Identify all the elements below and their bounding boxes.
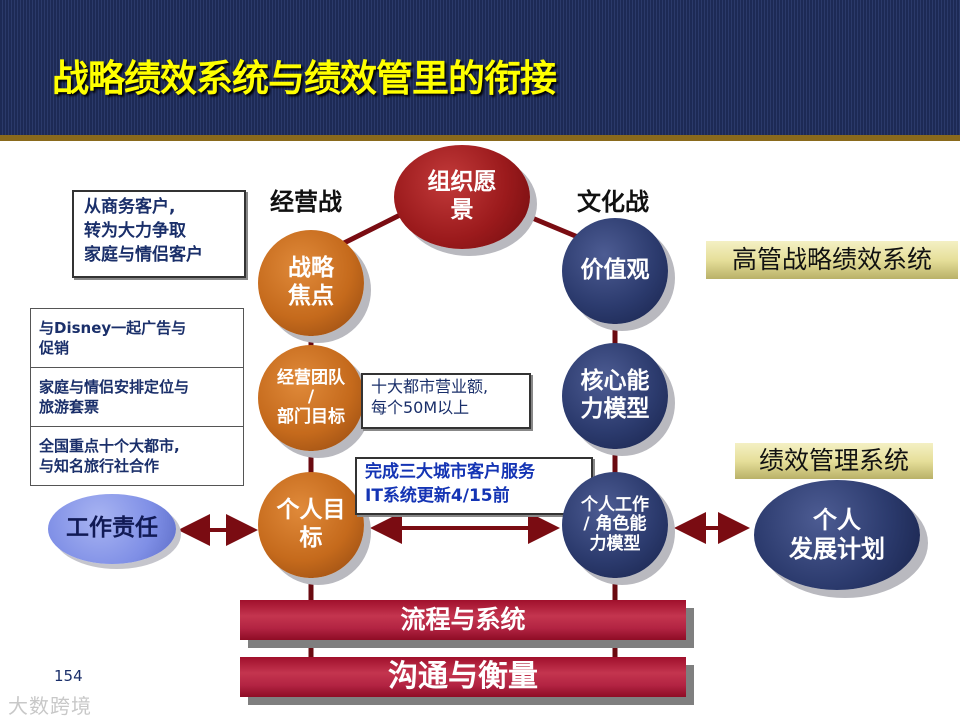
strategy-focus-circle: 战略焦点 — [258, 230, 364, 336]
circle-text: 经营团队 — [277, 367, 345, 388]
box-text: 十大都市营业额, — [371, 377, 489, 396]
table-cell: 家庭与情侣安排定位与旅游套票 — [30, 367, 244, 427]
ellipse-text: 发展计划 — [789, 535, 885, 563]
org-vision-circle: 组织愿景 — [394, 145, 530, 249]
table-row: 家庭与情侣安排定位与旅游套票 — [30, 367, 244, 427]
circle-text: 力模型 — [589, 533, 641, 554]
work-duty-ellipse: 工作责任 — [48, 494, 176, 564]
circle-text: 景 — [450, 197, 474, 223]
culture-war-label: 文化战 — [577, 188, 649, 216]
core-competency-circle: 核心能力模型 — [562, 343, 668, 449]
header-band — [0, 0, 960, 135]
ellipse-text: 个人 — [813, 506, 861, 535]
circle-text: 焦点 — [288, 283, 334, 309]
box-text: IT系统更新4/15前 — [365, 485, 510, 506]
ellipse-text: 工作责任 — [66, 515, 158, 542]
circle-text: / — [307, 387, 315, 408]
box-text: 从商务客户, — [84, 197, 176, 217]
circle-text: 个人目 — [276, 497, 346, 524]
circle-text: 部门目标 — [277, 406, 345, 427]
slide-title: 战略绩效系统与绩效管里的衔接 — [52, 57, 557, 100]
circle-text: 战略 — [288, 255, 334, 282]
watermark: 大数跨境 — [8, 694, 92, 718]
page-number: 154 — [54, 667, 83, 685]
table-row: 与Disney一起广告与促销 — [30, 308, 244, 368]
box-text: 转为大力争取 — [84, 220, 186, 241]
strategy-box: 从商务客户, 转为大力争取 家庭与情侣客户 — [72, 190, 246, 278]
business-war-label: 经营战 — [270, 188, 342, 216]
team-goal-box: 十大都市营业额, 每个50M以上 — [361, 373, 531, 429]
role-competency-circle: 个人工作/ 角色能力模型 — [562, 472, 668, 578]
box-text: 完成三大城市客户服务 — [365, 462, 535, 482]
circle-text: 个人工作 — [581, 494, 649, 515]
dev-plan-ellipse: 个人发展计划 — [754, 480, 920, 590]
tactics-table: 与Disney一起广告与促销 家庭与情侣安排定位与旅游套票 全国重点十个大都市,… — [30, 308, 244, 486]
circle-text: 力模型 — [580, 396, 650, 422]
table-cell: 与Disney一起广告与促销 — [30, 308, 244, 368]
circle-text: 价值观 — [580, 257, 650, 284]
personal-goal-box: 完成三大城市客户服务 IT系统更新4/15前 — [355, 457, 593, 515]
circle-text: / 角色能 — [583, 514, 647, 535]
circle-text: 标 — [299, 525, 323, 551]
communication-bar: 沟通与衡量 — [240, 657, 686, 697]
table-cell: 全国重点十个大都市,与知名旅行社合作 — [30, 426, 244, 486]
personal-goal-circle: 个人目标 — [258, 472, 364, 578]
header-divider — [0, 135, 960, 141]
connector-vision-left — [338, 212, 402, 248]
team-goal-circle: 经营团队/部门目标 — [258, 345, 364, 451]
table-row: 全国重点十个大都市,与知名旅行社合作 — [30, 426, 244, 486]
box-text: 每个50M以上 — [371, 397, 470, 417]
circle-text: 组织愿 — [427, 169, 497, 196]
box-text: 家庭与情侣客户 — [84, 244, 203, 265]
exec-system-label: 高管战略绩效系统 — [706, 241, 958, 279]
circle-text: 核心能 — [580, 368, 650, 395]
values-circle: 价值观 — [562, 218, 668, 324]
perf-system-label: 绩效管理系统 — [735, 443, 933, 479]
process-system-bar: 流程与系统 — [240, 600, 686, 640]
